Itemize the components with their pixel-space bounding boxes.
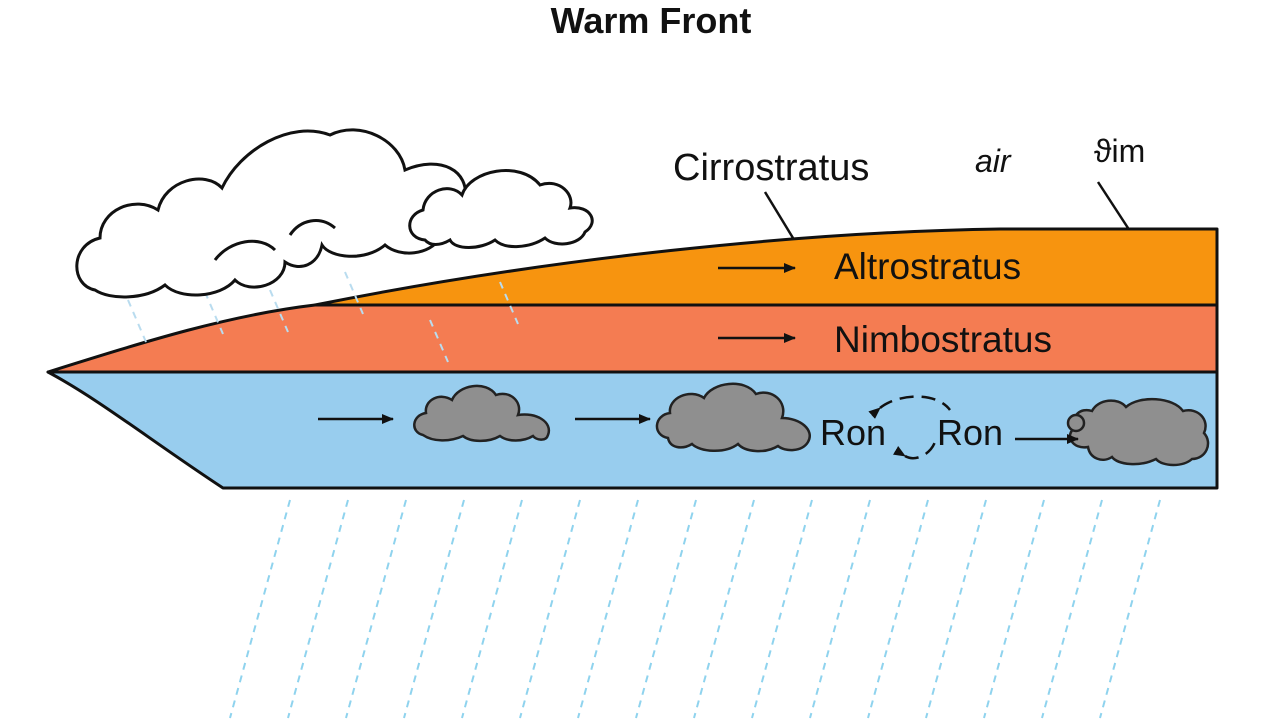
rain-streak [229, 499, 291, 719]
rain-streak [809, 499, 871, 719]
rain-streak [635, 499, 697, 719]
rain-streak [287, 499, 349, 719]
grey-cloud-icon [655, 382, 811, 453]
rain-streak [577, 499, 639, 719]
rain-streak [1099, 499, 1161, 719]
diagram-title: Warm Front [551, 0, 752, 41]
rain-streaks [229, 499, 1161, 719]
rain-label-left: Ron [820, 412, 886, 453]
rain-streak [693, 499, 755, 719]
cirrostratus-label: Cirrostratus [673, 147, 869, 189]
curved-arrow-icon [892, 441, 937, 460]
corner-label-leader-line [1096, 181, 1130, 229]
curved-arrow-icon [868, 395, 951, 419]
rain-streak [925, 499, 987, 719]
rain-streak [461, 499, 523, 719]
white-cloud-icon [75, 128, 474, 299]
rain-streak [1041, 499, 1103, 719]
rain-streak [983, 499, 1045, 719]
rain-streak [345, 499, 407, 719]
cirrostratus-leader-line [763, 191, 795, 239]
cold-air-layer [46, 370, 1219, 490]
white-cloud-icon [408, 169, 594, 249]
rain-label-right: Ron [937, 412, 1003, 453]
rain-streak [127, 299, 147, 343]
rain-streak [867, 499, 929, 719]
corner-label: ϑim [1094, 133, 1145, 169]
rain-streak [519, 499, 581, 719]
grey-cloud-icon [1066, 397, 1210, 467]
altostratus-label: Altrostratus [834, 246, 1021, 287]
rain-streak [403, 499, 465, 719]
grey-cloud-icon [413, 384, 551, 443]
nimbostratus-label: Nimbostratus [834, 319, 1052, 360]
air-label: air [975, 143, 1012, 179]
rain-streak [751, 499, 813, 719]
